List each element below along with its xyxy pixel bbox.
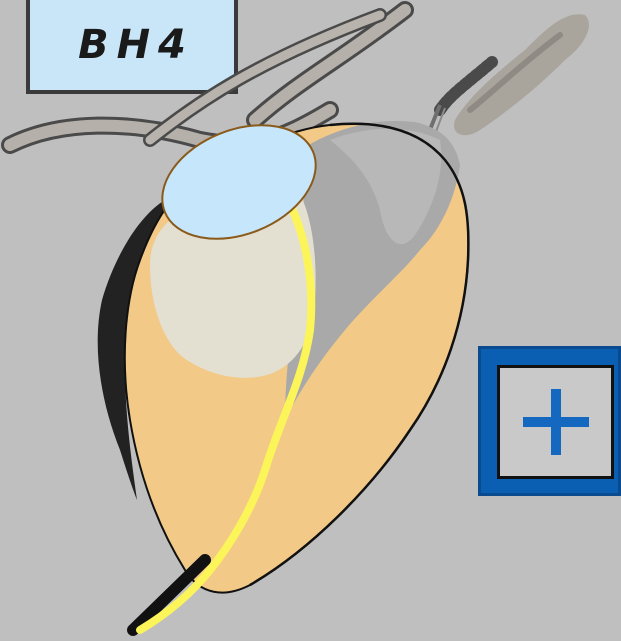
add-button-frame	[497, 365, 614, 479]
plus-icon	[523, 389, 589, 455]
add-button[interactable]	[478, 346, 621, 496]
instrument-tip	[133, 560, 205, 630]
